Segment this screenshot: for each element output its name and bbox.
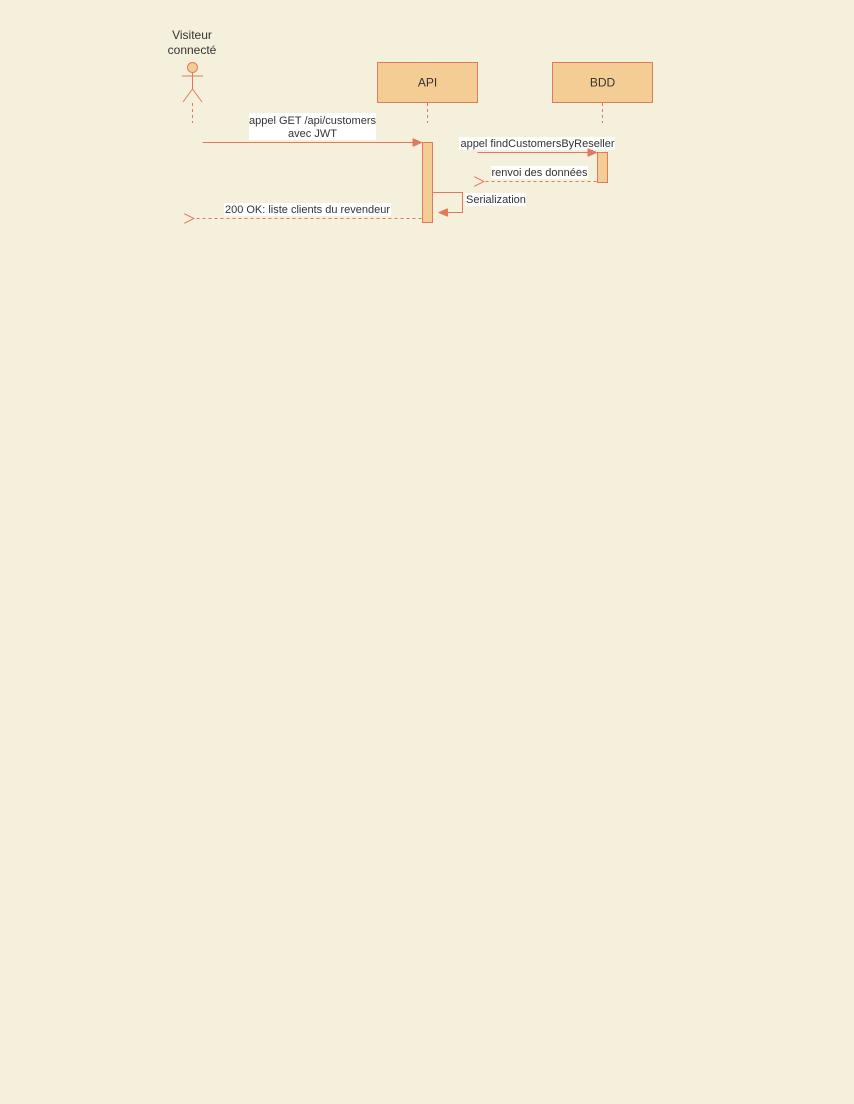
bdd-box	[552, 62, 653, 103]
message-serialization: Serialization	[432, 192, 526, 213]
response-label: 200 OK: liste clients du revendeur	[225, 204, 390, 216]
db-call-label: appel findCustomersByReseller	[460, 138, 614, 150]
api-activation-bar	[422, 142, 433, 223]
request-label-line1: appel GET /api/customers	[249, 115, 376, 127]
message-db-return: renvoi des données	[484, 166, 597, 182]
db-return-label: renvoi des données	[491, 167, 588, 179]
bdd-activation-bar	[597, 152, 608, 183]
bdd-label: BDD	[590, 76, 616, 90]
request-label-line2: avec JWT	[288, 128, 337, 140]
participant-visitor: Visiteur connecté	[168, 28, 217, 123]
serialization-arrow	[432, 192, 463, 213]
serialization-label-bg	[465, 193, 526, 206]
api-label: API	[418, 76, 437, 90]
api-box	[377, 62, 478, 103]
participant-api: API	[377, 62, 478, 123]
db-return-label-bg	[491, 166, 588, 179]
response-label-bg	[224, 203, 391, 216]
request-label-bg	[249, 113, 376, 140]
serialization-label: Serialization	[466, 194, 526, 206]
visitor-label-line2: connecté	[168, 43, 217, 57]
message-db-call: appel findCustomersByReseller	[459, 137, 615, 153]
db-call-label-bg	[459, 137, 615, 150]
participant-bdd: BDD	[552, 62, 653, 123]
visitor-label-line1: Visiteur	[172, 28, 212, 42]
message-request: appel GET /api/customers avec JWT	[202, 113, 422, 143]
stick-figure-actor-icon	[182, 62, 203, 103]
message-response: 200 OK: liste clients du revendeur	[194, 203, 422, 219]
